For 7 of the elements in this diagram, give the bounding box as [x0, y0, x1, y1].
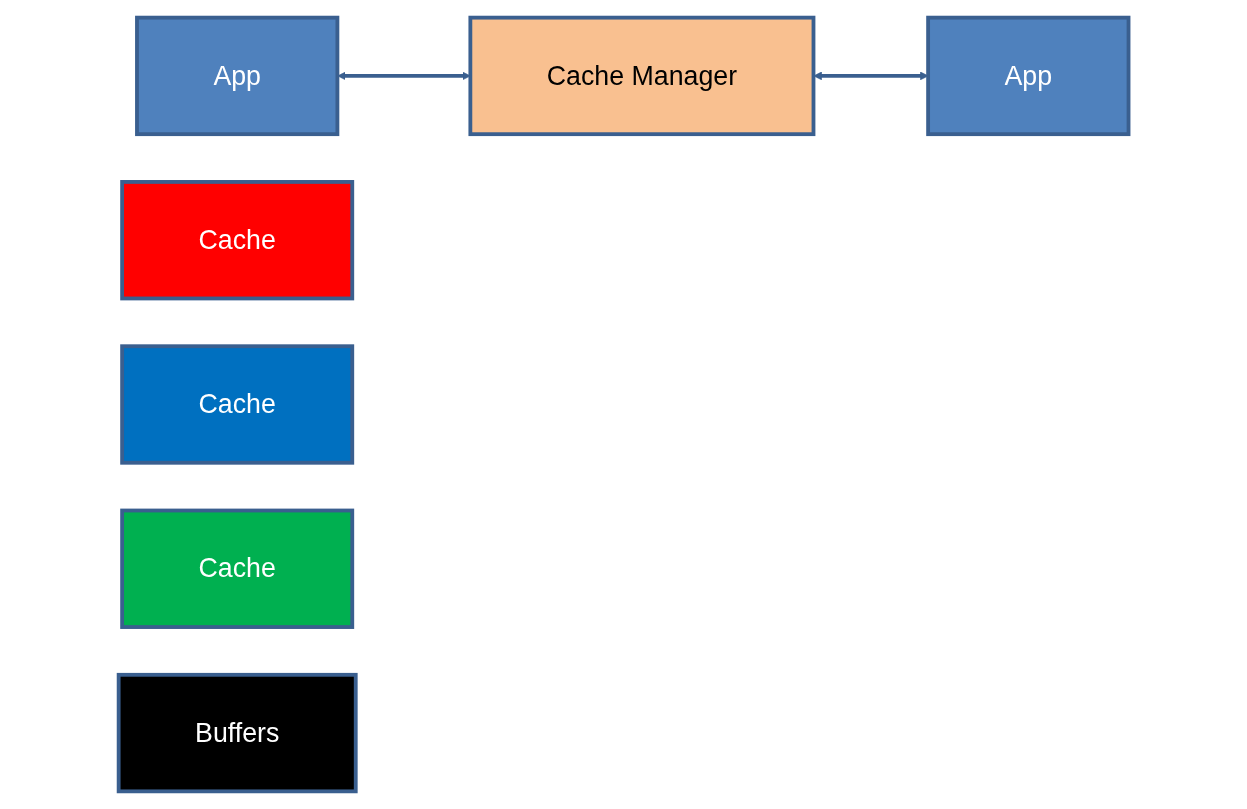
node-box: Buffers [116, 672, 358, 794]
node-box: Cache [120, 344, 355, 465]
node-box: App [926, 15, 1131, 137]
node-box: Cache Manager [468, 15, 816, 137]
node-box: Cache [120, 508, 355, 629]
node-box: Cache [120, 180, 355, 301]
node-box: App [134, 15, 340, 137]
